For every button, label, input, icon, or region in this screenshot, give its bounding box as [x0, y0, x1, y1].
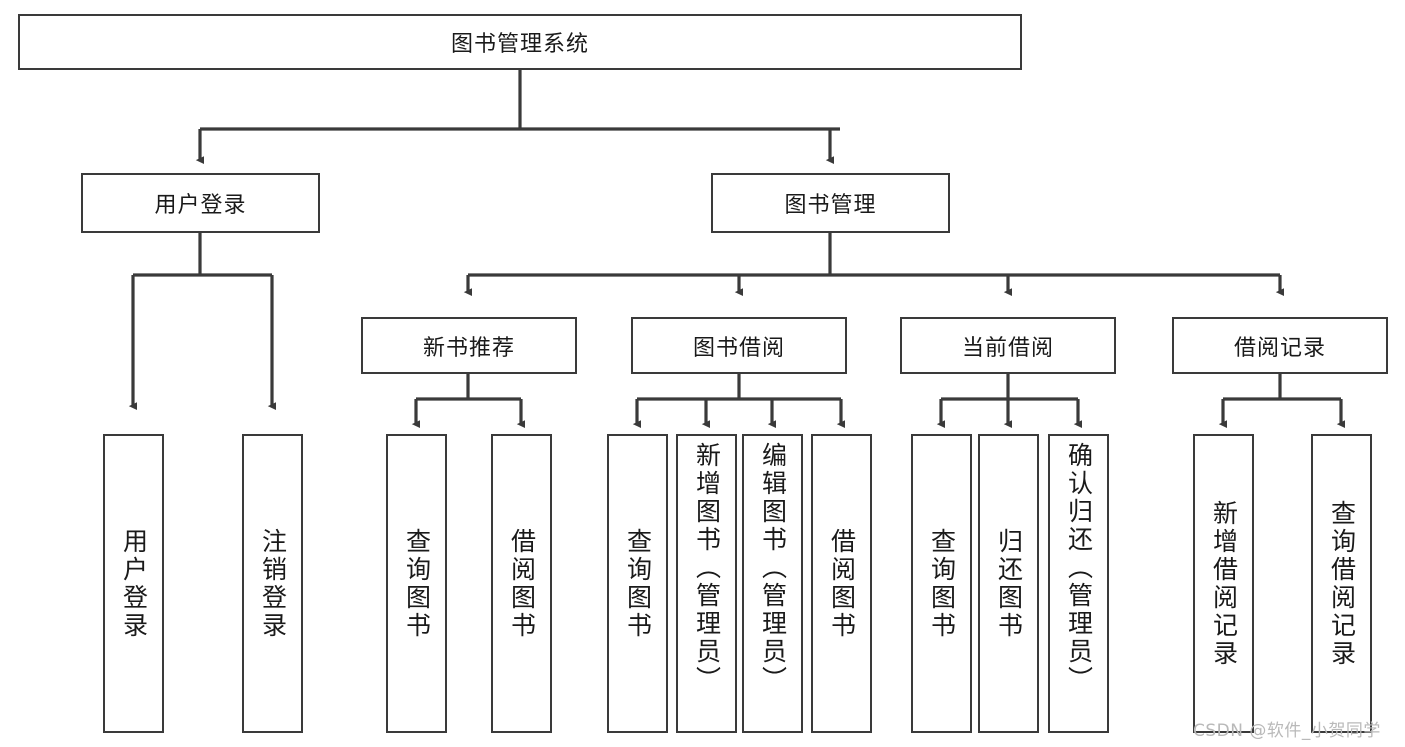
- node-user-login-label: 用户登录: [154, 193, 247, 218]
- node-borrow-record[interactable]: 借阅记录: [1172, 317, 1388, 374]
- leaf-borrow-book-2-label: 借阅图书: [827, 527, 857, 640]
- leaf-query-book-1-label: 查询图书: [402, 527, 432, 640]
- leaf-confirm-return-admin-label: 确认归还（管理员）: [1064, 442, 1094, 694]
- leaf-add-book-admin[interactable]: 新增图书（管理员）: [676, 434, 737, 733]
- leaf-query-book-1[interactable]: 查询图书: [386, 434, 447, 733]
- leaf-return-book[interactable]: 归还图书: [978, 434, 1039, 733]
- node-root-label: 图书管理系统: [450, 32, 589, 57]
- node-user-login[interactable]: 用户登录: [81, 173, 320, 233]
- node-root[interactable]: 图书管理系统: [18, 14, 1022, 70]
- leaf-confirm-return-admin[interactable]: 确认归还（管理员）: [1048, 434, 1109, 733]
- leaf-add-borrow-record[interactable]: 新增借阅记录: [1193, 434, 1254, 733]
- leaf-user-login-label: 用户登录: [119, 527, 149, 640]
- node-current-borrow[interactable]: 当前借阅: [900, 317, 1116, 374]
- node-new-book-recommend[interactable]: 新书推荐: [361, 317, 577, 374]
- leaf-borrow-book-1[interactable]: 借阅图书: [491, 434, 552, 733]
- leaf-logout-login[interactable]: 注销登录: [242, 434, 303, 733]
- leaf-query-borrow-record-label: 查询借阅记录: [1327, 499, 1357, 668]
- node-current-borrow-label: 当前借阅: [961, 335, 1054, 361]
- node-book-manage[interactable]: 图书管理: [711, 173, 950, 233]
- node-book-borrow[interactable]: 图书借阅: [631, 317, 847, 374]
- leaf-add-borrow-record-label: 新增借阅记录: [1209, 499, 1239, 668]
- node-new-book-recommend-label: 新书推荐: [422, 335, 515, 361]
- leaf-query-borrow-record[interactable]: 查询借阅记录: [1311, 434, 1372, 733]
- leaf-user-login[interactable]: 用户登录: [103, 434, 164, 733]
- leaf-query-book-3-label: 查询图书: [927, 527, 957, 640]
- leaf-query-book-3[interactable]: 查询图书: [911, 434, 972, 733]
- leaf-borrow-book-2[interactable]: 借阅图书: [811, 434, 872, 733]
- node-book-borrow-label: 图书借阅: [692, 335, 785, 361]
- leaf-query-book-2[interactable]: 查询图书: [607, 434, 668, 733]
- leaf-edit-book-admin[interactable]: 编辑图书（管理员）: [742, 434, 803, 733]
- leaf-edit-book-admin-label: 编辑图书（管理员）: [758, 442, 788, 694]
- leaf-return-book-label: 归还图书: [994, 527, 1024, 640]
- leaf-add-book-admin-label: 新增图书（管理员）: [692, 442, 722, 694]
- csdn-watermark: CSDN @软件_小贺同学: [1193, 721, 1381, 741]
- node-borrow-record-label: 借阅记录: [1233, 335, 1326, 361]
- node-book-manage-label: 图书管理: [784, 193, 877, 218]
- leaf-logout-login-label: 注销登录: [258, 527, 288, 640]
- leaf-query-book-2-label: 查询图书: [623, 527, 653, 640]
- leaf-borrow-book-1-label: 借阅图书: [507, 527, 537, 640]
